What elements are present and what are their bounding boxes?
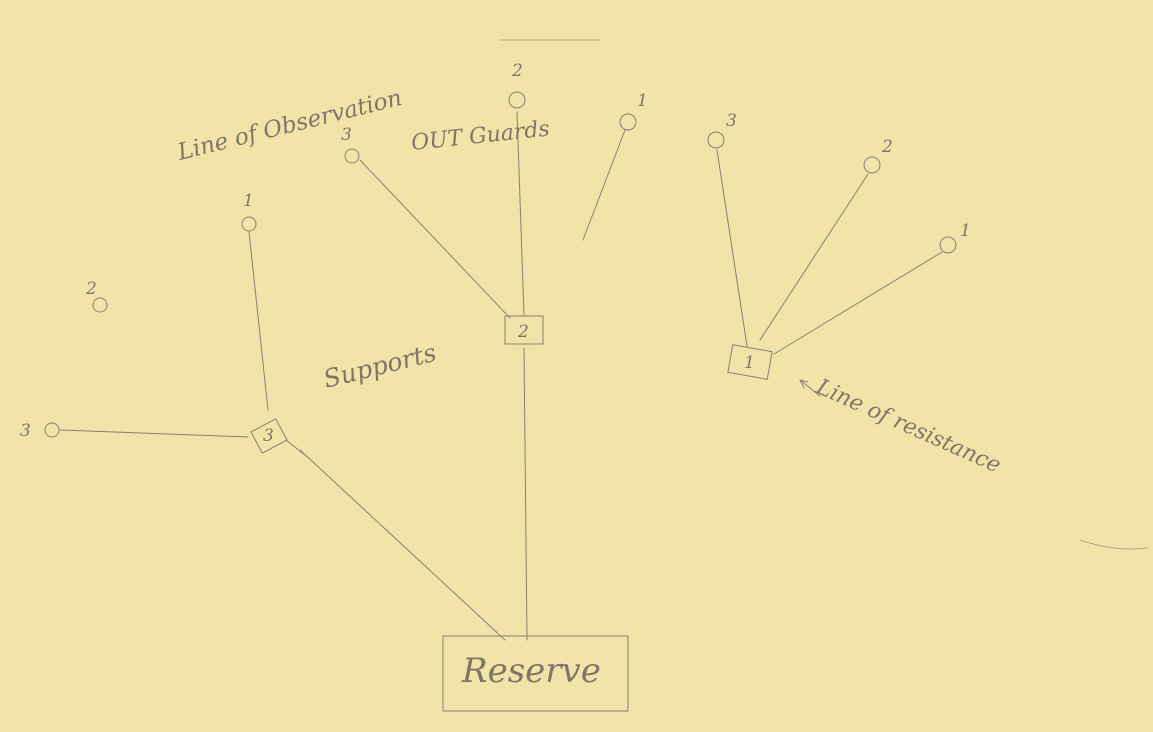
support-right (727, 344, 773, 380)
link-right-support-to-post-3 (716, 149, 748, 347)
supports-label: Supports (320, 338, 439, 394)
link-right-support-to-post-1 (773, 251, 943, 355)
post-center-1 (619, 113, 637, 131)
reserve-box (442, 635, 629, 712)
post-left-3 (44, 422, 60, 438)
resistance-tail-stroke (1079, 539, 1149, 550)
support-left (250, 418, 288, 454)
support-center (504, 315, 544, 345)
support-number-left: 3 (263, 426, 274, 446)
link-center-support-to-post-2 (516, 111, 525, 317)
link-left-support-to-reserve-arrow (285, 439, 306, 456)
post-left-2 (92, 297, 108, 313)
post-number-left-3: 3 (20, 421, 31, 441)
post-center-3 (344, 148, 360, 164)
post-number-center-1: 1 (637, 91, 648, 111)
reserve-label: Reserve (461, 651, 601, 691)
link-right-support-to-post-2 (759, 173, 869, 341)
post-number-center-2: 2 (511, 61, 523, 81)
post-right-3 (707, 131, 725, 149)
post-right-2 (863, 156, 881, 174)
post-number-right-3: 3 (726, 111, 737, 131)
post-number-left-1: 1 (243, 191, 254, 211)
link-center-support-to-post-1 (582, 129, 626, 241)
resistance-arrow (799, 379, 821, 397)
post-center-2 (508, 91, 526, 109)
post-right-1 (939, 236, 957, 254)
link-left-support-to-post-1 (248, 231, 269, 411)
post-left-1 (241, 216, 257, 232)
link-left-support-to-post-3 (59, 429, 249, 438)
post-number-right-1: 1 (960, 221, 971, 241)
link-center-support-to-reserve (523, 347, 528, 641)
line-of-observation-label: Line of Observation (174, 85, 404, 166)
post-number-right-2: 2 (881, 137, 893, 157)
link-left-support-to-reserve (299, 449, 506, 641)
post-number-center-3: 3 (341, 125, 352, 145)
post-number-left-2: 2 (85, 279, 97, 299)
line-of-resistance-label: Line of resistance (812, 374, 1005, 478)
link-center-support-to-post-3 (359, 159, 511, 319)
support-number-center: 2 (517, 322, 529, 342)
out-guards-label: OUT Guards (410, 117, 551, 156)
support-number-right: 1 (744, 353, 755, 373)
